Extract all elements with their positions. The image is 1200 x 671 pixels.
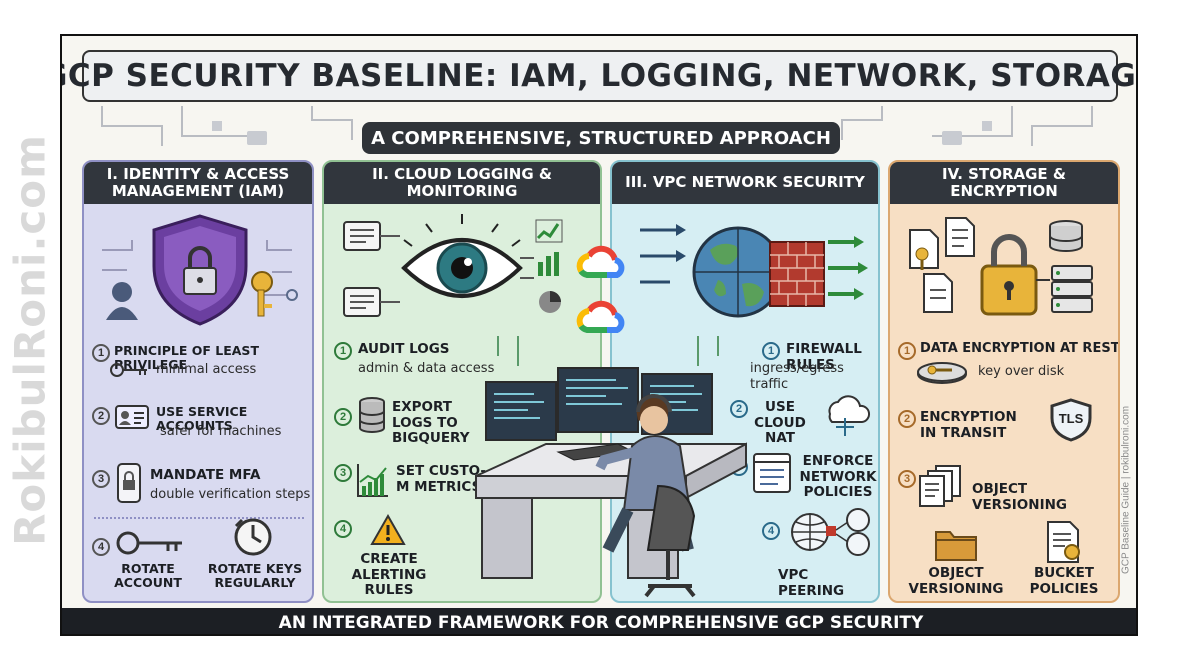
page-title: GCP SECURITY BASELINE: IAM, LOGGING, NET… — [60, 58, 1138, 94]
infographic-frame: GCP SECURITY BASELINE: IAM, LOGGING, NET… — [60, 34, 1138, 636]
folder-icon — [935, 531, 977, 561]
step-number-badge: 1 — [898, 342, 916, 360]
vpc-item-2-title: USE CLOUD NAT — [754, 399, 806, 447]
iam-item-2-title: USE SERVICE ACCOUNTS — [156, 404, 248, 434]
cloud-icon — [828, 395, 871, 436]
documents-icon — [919, 465, 961, 507]
storage-item-2-title: ENCRYPTION IN TRANSIT — [920, 409, 1017, 441]
circuit-lines-decoration — [101, 106, 1093, 146]
storage-item-4-title: OBJECT VERSIONING — [908, 565, 1004, 597]
vpc-item-4-title: VPC PEERING — [778, 567, 845, 599]
step-number-badge: 3 — [898, 470, 916, 488]
engineer-workstation-illustration — [475, 336, 747, 598]
footer-text: AN INTEGRATED FRAMEWORK FOR COMPREHENSIV… — [278, 613, 924, 633]
storage-item-1-sub: key over disk — [978, 364, 1065, 379]
iam-item-3-title: MANDATE MFA — [150, 467, 261, 483]
id-card-icon — [115, 405, 149, 429]
footer-banner: AN INTEGRATED FRAMEWORK FOR COMPREHENSIV… — [62, 608, 1136, 634]
storage-lock-icon — [909, 217, 1093, 316]
subtitle-banner: A COMPREHENSIVE, STRUCTURED APPROACH — [362, 122, 840, 154]
iam-item-3-sub: double verification steps — [150, 487, 311, 502]
step-number-badge: 2 — [334, 408, 352, 426]
watermark: RokibulRoni.com — [4, 130, 56, 550]
eye-monitoring-icon — [343, 214, 563, 317]
policy-doc-icon — [1047, 521, 1080, 563]
step-number-badge: 3 — [92, 470, 110, 488]
panel-logging-header: II. CLOUD LOGGING & MONITORING — [324, 162, 600, 204]
panel-storage-header: IV. STORAGE & ENCRYPTION — [890, 162, 1118, 204]
side-label: GCP Baseline Guide | rokibulroni.com — [1117, 375, 1135, 605]
key-icon — [110, 363, 147, 377]
step-number-badge: 4 — [92, 538, 110, 556]
step-number-badge: 2 — [92, 407, 110, 425]
step-number-badge: 3 — [334, 464, 352, 482]
vpc-item-1-sub: ingress/egress traffic — [750, 361, 844, 392]
step-number-badge: 1 — [762, 342, 780, 360]
page-title-box: GCP SECURITY BASELINE: IAM, LOGGING, NET… — [62, 50, 1136, 102]
step-number-badge: 4 — [762, 522, 780, 540]
tls-badge-label: TLS — [1058, 411, 1084, 426]
gcp-logo-icon — [576, 245, 625, 278]
iam-item-5-title: ROTATE KEYS REGULARLY — [207, 561, 303, 591]
panel-iam: I. IDENTITY & ACCESS MANAGEMENT (IAM) 1 … — [82, 160, 314, 603]
step-number-badge: 1 — [92, 344, 110, 362]
iam-item-1-sub: minimal access — [156, 362, 257, 377]
step-number-badge: 4 — [334, 520, 352, 538]
logging-item-2-title: EXPORT LOGS TO BIGQUERY — [392, 399, 470, 447]
disk-icon — [917, 362, 967, 384]
globe-firewall-icon — [640, 224, 868, 318]
step-number-badge: 1 — [334, 342, 352, 360]
logging-item-1-title: AUDIT LOGS — [358, 341, 450, 357]
logging-item-1-sub: admin & data access — [358, 361, 495, 376]
watermark-text: RokibulRoni.com — [5, 134, 55, 546]
vpc-item-1-title: FIREWALL RULES — [786, 341, 862, 373]
shield-lock-icon — [102, 214, 298, 326]
alert-icon — [370, 514, 406, 545]
phone-lock-icon — [117, 463, 141, 503]
step-number-badge: 2 — [898, 410, 916, 428]
divider — [94, 517, 304, 519]
database-icon — [359, 397, 385, 433]
panel-storage: IV. STORAGE & ENCRYPTION 1 DATA ENCRYPTI… — [888, 160, 1120, 603]
iam-item-2-sub: safer for machines — [160, 424, 282, 439]
storage-item-5-title: BUCKET POLICIES — [1029, 565, 1099, 597]
chart-icon — [357, 464, 388, 497]
storage-item-1-title: DATA ENCRYPTION AT REST — [920, 341, 1120, 356]
vpc-item-3-title: ENFORCE NETWORK POLICIES — [799, 453, 877, 501]
gcp-logo-icon — [576, 300, 625, 333]
iam-item-1-title: PRINCIPLE OF LEAST PRIVILEGE — [114, 343, 259, 373]
panel-iam-header: I. IDENTITY & ACCESS MANAGEMENT (IAM) — [84, 162, 312, 204]
logging-item-3-title: SET CUSTO-M METRICS — [396, 463, 486, 495]
subtitle: A COMPREHENSIVE, STRUCTURED APPROACH — [371, 127, 831, 149]
globe-icon — [791, 508, 870, 556]
side-label-text: GCP Baseline Guide | rokibulroni.com — [1120, 405, 1132, 575]
key-icon — [116, 531, 182, 555]
logging-item-4-title: CREATE ALERTING RULES — [351, 551, 427, 599]
step-number-badge: 2 — [730, 400, 748, 418]
clock-icon — [234, 518, 272, 556]
storage-item-3-title: OBJECT VERSIONING — [972, 481, 1067, 513]
tls-shield-icon: TLS — [1048, 398, 1094, 442]
panel-vpc-header: III. VPC NETWORK SECURITY — [612, 162, 878, 204]
browser-icon — [753, 453, 791, 493]
iam-item-4-title: ROTATE ACCOUNT — [114, 561, 182, 591]
